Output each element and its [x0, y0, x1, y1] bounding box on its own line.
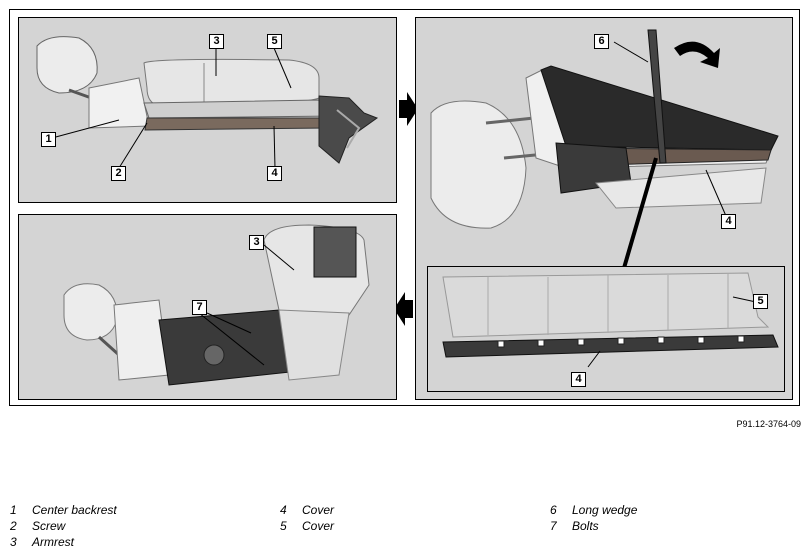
- callout-6: 6: [594, 34, 609, 49]
- callout-7: 7: [192, 300, 207, 315]
- rotate-arrow-icon: [674, 41, 720, 68]
- cover-detail-illustration: [442, 272, 779, 368]
- panel-bottom-left: 3 7: [18, 214, 397, 400]
- callout-5: 5: [267, 34, 282, 49]
- callout-4: 4: [267, 166, 282, 181]
- figure-code: P91.12-3764-09: [736, 419, 801, 429]
- panel-right: 6 4 5 4: [415, 17, 793, 400]
- backrest-removal-illustration: [36, 36, 379, 169]
- callout-1: 1: [41, 132, 56, 147]
- arrow-right-icon: [399, 92, 418, 126]
- callout-2: 2: [111, 166, 126, 181]
- callout-5-inset: 5: [753, 294, 768, 309]
- callout-4-top: 4: [721, 214, 736, 229]
- callout-3: 3: [209, 34, 224, 49]
- wedge-insertion-illustration: [430, 29, 779, 269]
- detail-inset: 5 4: [427, 266, 785, 392]
- arrow-left-icon: [394, 292, 413, 326]
- callout-3-bottom: 3: [249, 235, 264, 250]
- armrest-bolts-illustration: [63, 224, 370, 386]
- panel-top-left: 3 5 1 2 4: [18, 17, 397, 203]
- callout-4-inset: 4: [571, 372, 586, 387]
